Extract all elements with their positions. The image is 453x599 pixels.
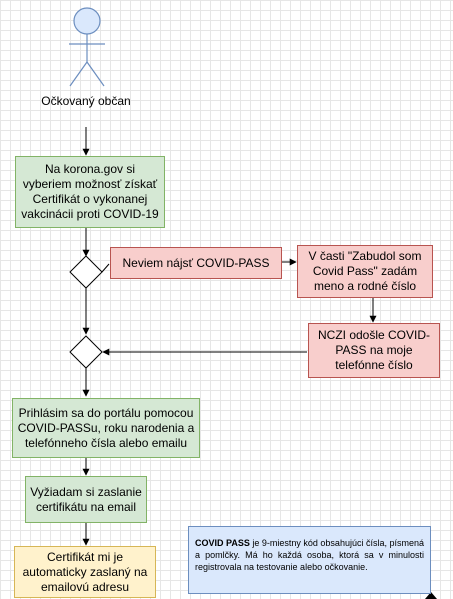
step-auto-sent-text: Certifikát mi je automaticky zaslaný na … xyxy=(22,549,148,594)
corner-arrow-icon xyxy=(425,592,437,599)
step-zabudol: V časti "Zabudol som Covid Pass" zadám m… xyxy=(297,245,433,298)
step-auto-sent: Certifikát mi je automaticky zaslaný na … xyxy=(14,546,156,598)
edge-diamond1-notfound xyxy=(101,263,110,273)
decision-diamond-1 xyxy=(69,255,103,289)
step-select-certificate-text: Na korona.gov si vyberiem možnosť získať… xyxy=(21,162,159,221)
decision-diamond-2 xyxy=(69,335,103,369)
step-request: Vyžiadam si zaslanie certifikátu na emai… xyxy=(25,476,147,523)
step-not-found-text: Neviem nájsť COVID-PASS xyxy=(122,255,270,270)
step-nczi: NCZI odošle COVID-PASS na moje telefónne… xyxy=(308,323,440,378)
actor-label: Očkovaný občan xyxy=(41,94,131,108)
step-request-text: Vyžiadam si zaslanie certifikátu na emai… xyxy=(30,484,142,514)
step-not-found: Neviem nájsť COVID-PASS xyxy=(110,247,282,279)
info-note: COVID PASS je 9-miestny kód obsahujúci č… xyxy=(188,526,431,594)
step-zabudol-text: V časti "Zabudol som Covid Pass" zadám m… xyxy=(308,249,422,293)
info-note-text: je 9-miestny kód obsahujúci čísla, písme… xyxy=(195,538,424,572)
step-login: Prihlásim sa do portálu pomocou COVID-PA… xyxy=(12,398,200,458)
step-select-certificate: Na korona.gov si vyberiem možnosť získať… xyxy=(15,156,165,228)
step-login-text: Prihlásim sa do portálu pomocou COVID-PA… xyxy=(17,405,195,450)
actor-icon xyxy=(69,7,105,87)
step-nczi-text: NCZI odošle COVID-PASS na moje telefónne… xyxy=(317,328,431,372)
info-note-title: COVID PASS xyxy=(195,538,250,548)
